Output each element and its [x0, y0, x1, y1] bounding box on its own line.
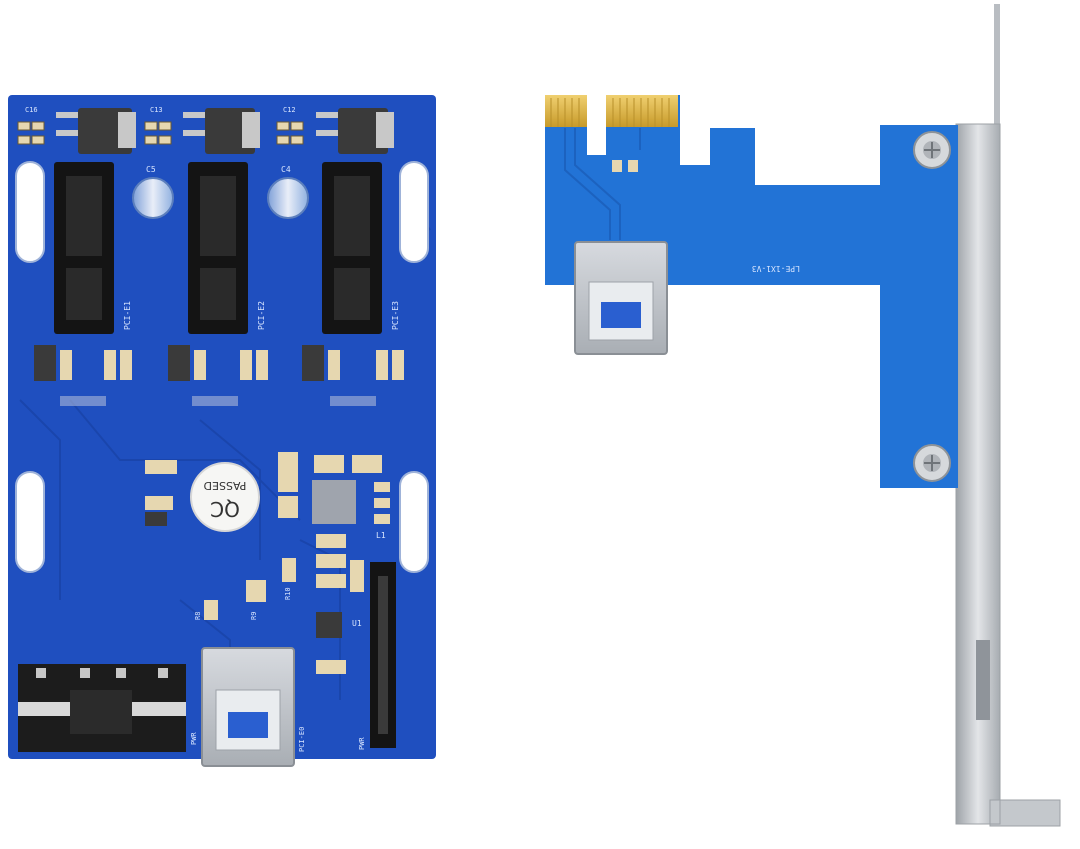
mark-0: C16: [25, 106, 38, 114]
bracket-screw-bottom: [913, 444, 951, 482]
pcie-slot-1: PCI-E1: [54, 162, 132, 334]
bracket-screw-top: [913, 131, 951, 169]
cap1-label: C5: [146, 165, 156, 174]
molex-power-connector: PWR: [18, 664, 198, 752]
capacitor-1: C5: [132, 165, 174, 219]
host-adapter-card: LPE-1X1-V3: [545, 4, 1061, 827]
host-smd-2: [628, 160, 638, 172]
passed-text: PASSED: [204, 479, 247, 492]
pcie-slot-2: PCI-E2: [188, 162, 266, 334]
host-smd-1: [612, 160, 622, 172]
pcie-slot-3: PCI-E3: [322, 162, 400, 334]
mark-2: C12: [283, 106, 296, 114]
slot1-label: PCI-E1: [123, 301, 132, 330]
slot3-label: PCI-E3: [391, 301, 400, 330]
usb-port-right: [574, 241, 668, 355]
cap2-label: C4: [281, 165, 291, 174]
usb-port-left: PCI-E0: [201, 647, 306, 767]
silkscreen-marks: C16 C13 C12 R8 R9 R10: [25, 106, 296, 620]
mark-4: R9: [250, 612, 258, 620]
mount-slot-bottom-right: [399, 471, 429, 573]
mark-3: R8: [194, 612, 202, 620]
smd-components-top: [17, 121, 304, 145]
slot2-label: PCI-E2: [257, 301, 266, 330]
inductor-label: L1: [376, 531, 386, 540]
regulator-2: [183, 108, 260, 154]
mark-1: C13: [150, 106, 163, 114]
sata-label: PWR: [358, 737, 366, 750]
mount-slot-bottom-left: [15, 471, 45, 573]
capacitor-2: C4: [267, 165, 309, 219]
host-card-traces: [564, 128, 641, 240]
regulator-1: [56, 108, 136, 154]
sata-power-connector: PWR: [358, 562, 396, 750]
pci-bracket: [955, 4, 1061, 827]
mark-5: R10: [284, 587, 292, 600]
qc-passed-sticker: QC PASSED: [190, 462, 260, 532]
host-model-label: LPE-1X1-V3: [752, 264, 800, 273]
molex-label: PWR: [190, 732, 198, 745]
host-card-pcb: [545, 95, 958, 488]
qc-text: QC: [210, 497, 240, 521]
smd-components-center: U1 L1: [145, 452, 390, 674]
regulator-3: [316, 108, 394, 154]
usb-left-label: PCI-E0: [298, 727, 306, 752]
expansion-board: PCI-E1 PCI-E2 PCI-E3 C5 C4: [8, 95, 436, 767]
mount-slot-top-right: [399, 161, 429, 263]
gold-finger-gaps: [550, 98, 670, 127]
gold-fingers: [545, 95, 678, 155]
mount-slot-top-left: [15, 161, 45, 263]
smd-components-middle: [34, 345, 404, 406]
ic-label: U1: [352, 619, 362, 628]
